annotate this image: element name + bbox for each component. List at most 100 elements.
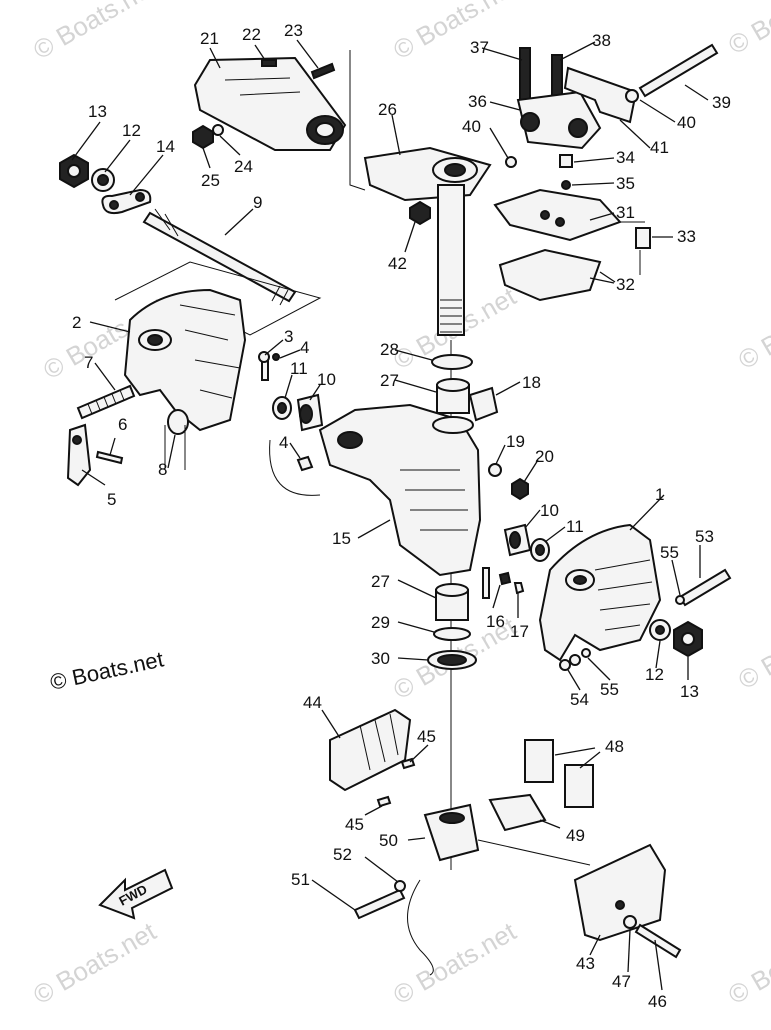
part-number-10: 10 [317, 370, 336, 389]
part-number-21: 21 [200, 29, 219, 48]
part-31-drawing [493, 188, 622, 242]
part-number-20: 20 [535, 447, 554, 466]
part-33-drawing [635, 227, 651, 249]
part-number-22: 22 [242, 25, 261, 44]
part-9-drawing [142, 208, 297, 306]
part-number-32: 32 [616, 275, 635, 294]
part-number-51: 51 [291, 870, 310, 889]
part-number-8: 8 [158, 460, 167, 479]
part-number-49: 49 [566, 826, 585, 845]
part-number-40: 40 [462, 117, 481, 136]
part-44-drawing [329, 708, 412, 792]
part-5-drawing [66, 423, 92, 487]
part-number-13: 13 [88, 102, 107, 121]
part-45-lower-drawing [376, 795, 392, 808]
part-number-26: 26 [378, 100, 397, 119]
part-52-drawing [394, 880, 406, 892]
fwd-arrow-icon: FWD [98, 868, 174, 920]
part-46-drawing [634, 923, 682, 959]
watermark-text: © Boats.net [28, 0, 162, 65]
part-25-drawing [192, 124, 214, 150]
part-55-right-drawing [675, 595, 685, 605]
part-48-left-drawing [524, 739, 554, 783]
part-number-31: 31 [616, 203, 635, 222]
part-number-14: 14 [156, 137, 175, 156]
part-number-10: 10 [540, 501, 559, 520]
part-21-drawing [193, 56, 347, 151]
part-number-17: 17 [510, 622, 529, 641]
part-number-38: 38 [592, 31, 611, 50]
part-number-55: 55 [660, 543, 679, 562]
part-19-drawing [488, 463, 502, 477]
part-number-34: 34 [616, 148, 635, 167]
part-4-bottom-drawing [296, 455, 314, 472]
part-16-drawing [498, 571, 512, 586]
part-number-33: 33 [677, 227, 696, 246]
part-number-40: 40 [677, 113, 696, 132]
part-number-9: 9 [253, 193, 262, 212]
part-47-drawing [623, 915, 637, 929]
part-number-15: 15 [332, 529, 351, 548]
part-8-drawing [167, 409, 189, 435]
part-number-27: 27 [371, 572, 390, 591]
part-number-2: 2 [72, 313, 81, 332]
part-26-drawing [363, 146, 492, 202]
part-number-19: 19 [506, 432, 525, 451]
part-labels: 1 2 3 4 4 5 6 7 8 9 10 10 11 11 12 12 13… [72, 21, 731, 1011]
part-22-drawing [261, 59, 277, 67]
part-number-23: 23 [284, 21, 303, 40]
part-number-24: 24 [234, 157, 253, 176]
watermark-text: © Boats.net [388, 0, 522, 65]
part-6-drawing [95, 450, 124, 465]
watermark-text: © Boats.net [723, 916, 771, 1010]
part-number-53: 53 [695, 527, 714, 546]
part-number-30: 30 [371, 649, 390, 668]
part-number-27: 27 [380, 371, 399, 390]
part-number-18: 18 [522, 373, 541, 392]
part-29-drawing [433, 627, 471, 641]
part-40-upper-drawing [505, 156, 517, 168]
part-number-55: 55 [600, 680, 619, 699]
part-number-41: 41 [650, 138, 669, 157]
part-number-16: 16 [486, 612, 505, 631]
part-number-35: 35 [616, 174, 635, 193]
part-number-4: 4 [279, 433, 288, 452]
copyright-label: © Boats.net [48, 646, 166, 694]
part-55-left-drawing [581, 648, 591, 658]
watermark-text: © Boats.net [733, 281, 771, 375]
part-number-28: 28 [380, 340, 399, 359]
part-54-drawing [559, 659, 571, 671]
steering-shaft-drawing [437, 184, 465, 870]
part-17-drawing [513, 582, 525, 595]
part-42-drawing [409, 200, 431, 226]
part-number-39: 39 [712, 93, 731, 112]
part-number-7: 7 [84, 353, 93, 372]
part-number-12: 12 [645, 665, 664, 684]
part-23-drawing [310, 62, 336, 80]
part-number-4: 4 [300, 338, 309, 357]
part-36-drawing [516, 90, 602, 150]
part-number-6: 6 [118, 415, 127, 434]
part-24-drawing [212, 124, 224, 136]
part-1-drawing [538, 523, 662, 662]
part-51-drawing [353, 888, 406, 920]
part-number-47: 47 [612, 972, 631, 991]
part-4-top-drawing [272, 353, 280, 361]
watermark-text: © Boats.net [723, 0, 771, 60]
part-43-drawing [573, 843, 667, 942]
part-20-drawing [511, 477, 529, 501]
part-32-drawing [498, 248, 602, 302]
part-15-drawing [318, 403, 482, 577]
part-number-45: 45 [417, 727, 436, 746]
part-37-drawing [519, 47, 531, 104]
part-number-54: 54 [570, 690, 589, 709]
part-34-drawing [559, 154, 573, 168]
part-number-45: 45 [345, 815, 364, 834]
part-number-42: 42 [388, 254, 407, 273]
part-53-drawing [678, 568, 732, 607]
part-27-upper-drawing [436, 378, 470, 414]
part-49-drawing [488, 793, 547, 832]
part-number-43: 43 [576, 954, 595, 973]
part-30-drawing [427, 650, 477, 670]
